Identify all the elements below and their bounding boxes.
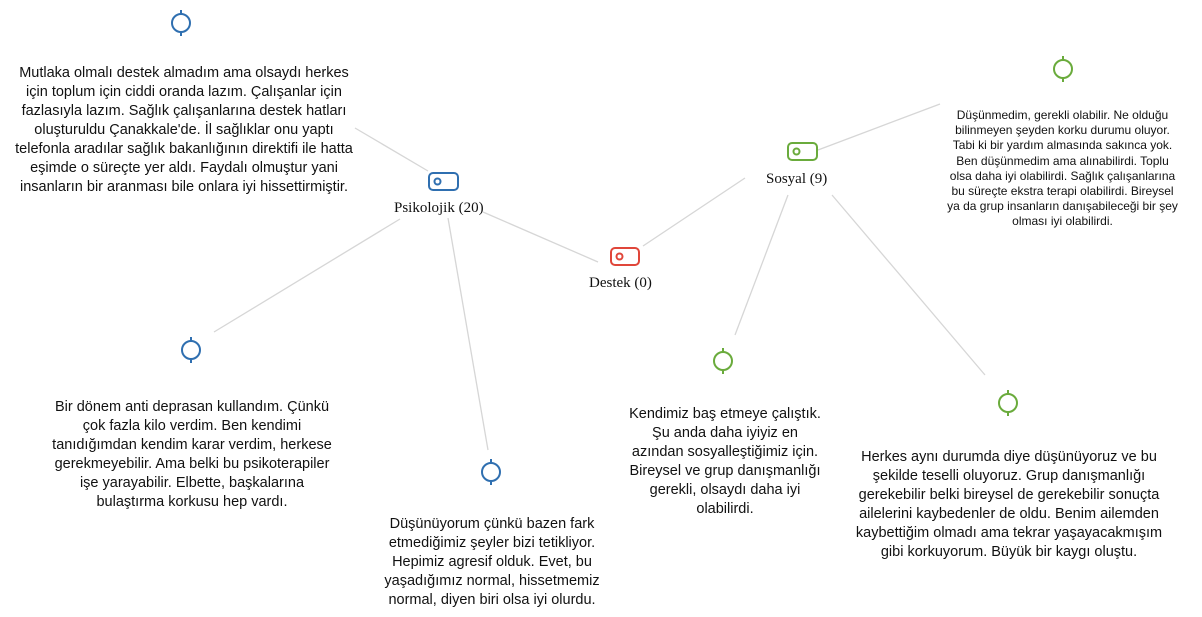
quote-pin-icon (181, 337, 201, 363)
edge-psych-bottom-quote (447, 217, 489, 451)
quote-psych-bottom[interactable]: Düşünüyorum çünkü bazen fark etmediğimiz… (384, 516, 600, 608)
quote-pin-icon (713, 348, 733, 374)
quote-social-top[interactable]: Düşünmedim, gerekli olabilir. Ne olduğu … (947, 108, 1178, 229)
edge-social-top-quote (817, 103, 941, 151)
edges (213, 103, 986, 451)
quote-pin-icon (481, 459, 501, 485)
edge-social-mid-quote (734, 194, 789, 336)
node-label-psychological[interactable]: Psikolojik (20) (394, 200, 484, 216)
edge-psych-left-quote (213, 218, 401, 333)
edge-social-right-quote (831, 194, 986, 376)
tag-icon (787, 142, 818, 161)
edge-center-psychological (482, 211, 599, 263)
quote-pin-icon (171, 10, 191, 36)
node-label-social[interactable]: Sosyal (9) (766, 171, 828, 187)
tag-icon (610, 247, 640, 266)
quote-psych-left[interactable]: Bir dönem anti deprasan kullandım. Çünkü… (52, 399, 332, 510)
edge-center-social (642, 177, 746, 247)
quote-social-right[interactable]: Herkes aynı durumda diye düşünüyoruz ve … (855, 449, 1163, 560)
quote-social-mid[interactable]: Kendimiz baş etmeye çalıştık. Şu anda da… (629, 406, 821, 517)
quote-pin-icon (998, 390, 1018, 416)
tag-icon (428, 172, 459, 191)
node-label-center[interactable]: Destek (0) (589, 275, 652, 291)
quote-pin-icon (1053, 56, 1073, 82)
quote-psych-top[interactable]: Mutlaka olmalı destek almadım ama olsayd… (15, 65, 353, 195)
edge-psych-top-quote (354, 127, 429, 172)
